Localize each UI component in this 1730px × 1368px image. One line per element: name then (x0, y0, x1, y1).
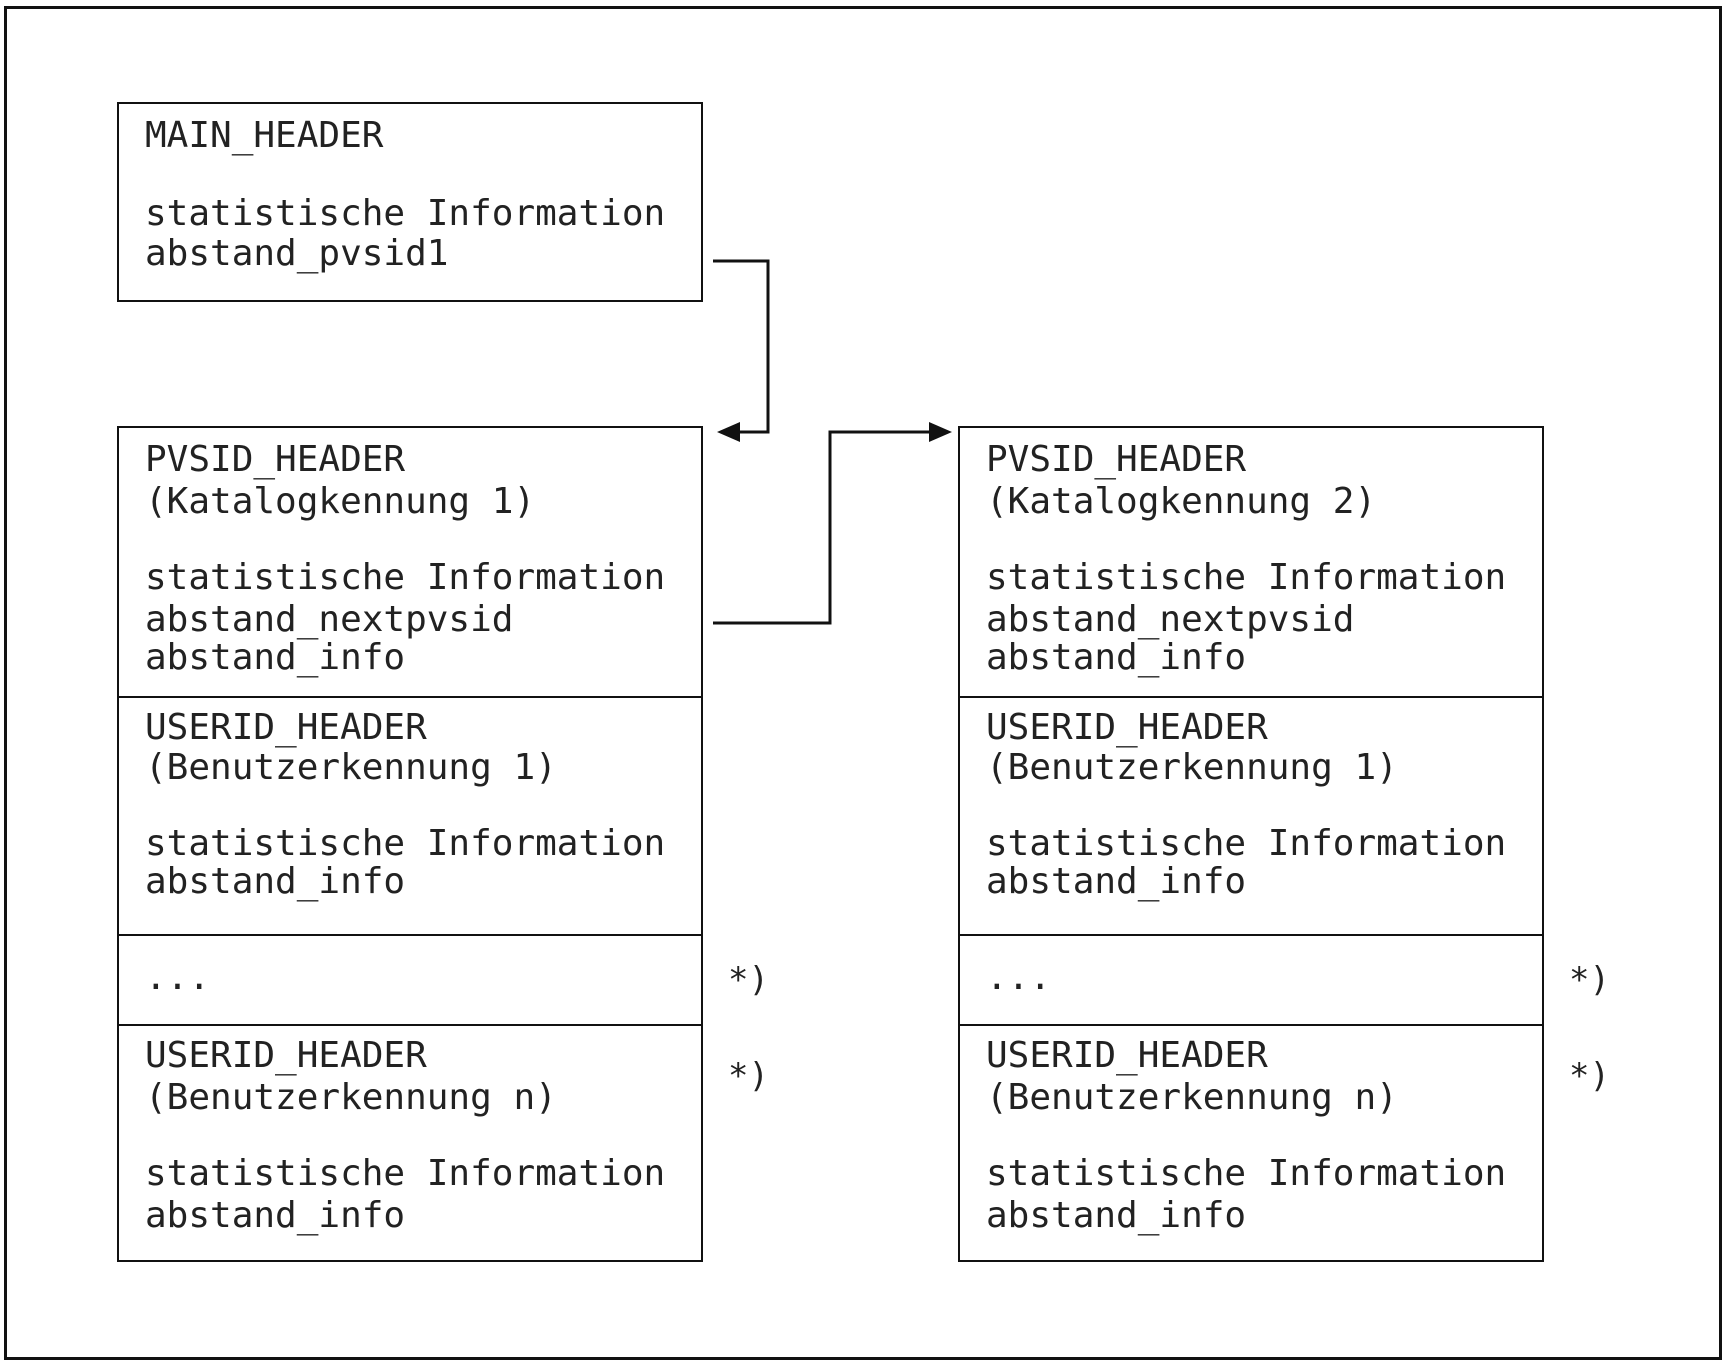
pvsid2-userid-first-abstand-info: abstand_info (986, 861, 1247, 902)
pvsid2-ellipsis: ... (986, 957, 1052, 998)
pvsid1-stat-info: statistische Information (145, 557, 666, 598)
pvsid1-abstand-nextpvsid: abstand_nextpvsid (145, 599, 514, 640)
pvsid1-userid-last-subtitle: (Benutzerkennung n) (145, 1077, 557, 1118)
pvsid1-title: PVSID_HEADER (145, 439, 406, 480)
pvsid1-userid-first-abstand-info: abstand_info (145, 861, 406, 902)
pvsid2-userid-last-title: USERID_HEADER (986, 1035, 1268, 1076)
pvsid2-abstand-info: abstand_info (986, 637, 1247, 678)
pvsid1-userid-first-subtitle: (Benutzerkennung 1) (145, 747, 557, 788)
pvsid1-userid-first-stat-info: statistische Information (145, 823, 666, 864)
pvsid1-userid-first-title: USERID_HEADER (145, 707, 427, 748)
main-header-abstand-pvsid1: abstand_pvsid1 (145, 233, 449, 274)
pvsid1-footnote-mark-userid-last: *) (728, 1056, 769, 1096)
pvsid2-subtitle: (Katalogkennung 2) (986, 481, 1377, 522)
arrowhead-pvsid1-to-pvsid2 (929, 422, 952, 442)
pvsid2-userid-last-box: USERID_HEADER (Benutzerkennung n) statis… (958, 1024, 1544, 1262)
arrow-pvsid1-to-pvsid2 (713, 430, 930, 625)
main-header-title: MAIN_HEADER (145, 115, 384, 156)
pvsid2-userid-first-box: USERID_HEADER (Benutzerkennung 1) statis… (958, 696, 1544, 936)
pvsid2-abstand-nextpvsid: abstand_nextpvsid (986, 599, 1355, 640)
main-header-stat-info: statistische Information (145, 193, 666, 234)
pvsid2-footnote-mark-userid-last: *) (1569, 1056, 1610, 1096)
main-header-box: MAIN_HEADER statistische Information abs… (117, 102, 703, 302)
pvsid2-userid-first-stat-info: statistische Information (986, 823, 1507, 864)
pvsid1-userid-last-title: USERID_HEADER (145, 1035, 427, 1076)
pvsid2-userid-first-subtitle: (Benutzerkennung 1) (986, 747, 1398, 788)
pvsid2-userid-first-title: USERID_HEADER (986, 707, 1268, 748)
pvsid1-userid-last-abstand-info: abstand_info (145, 1195, 406, 1236)
pvsid2-ellipsis-box: ... (958, 934, 1544, 1026)
arrowhead-main-to-pvsid1 (717, 422, 740, 442)
pvsid1-userid-last-stat-info: statistische Information (145, 1153, 666, 1194)
pvsid2-header-box: PVSID_HEADER (Katalogkennung 2) statisti… (958, 426, 1544, 698)
pvsid1-userid-last-box: USERID_HEADER (Benutzerkennung n) statis… (117, 1024, 703, 1262)
pvsid1-footnote-mark-ellipsis: *) (728, 960, 769, 1000)
pvsid1-ellipsis: ... (145, 957, 211, 998)
pvsid1-ellipsis-box: ... (117, 934, 703, 1026)
pvsid2-userid-last-abstand-info: abstand_info (986, 1195, 1247, 1236)
pvsid1-userid-first-box: USERID_HEADER (Benutzerkennung 1) statis… (117, 696, 703, 936)
pvsid2-title: PVSID_HEADER (986, 439, 1247, 480)
pvsid1-subtitle: (Katalogkennung 1) (145, 481, 536, 522)
arrow-main-to-pvsid1 (713, 259, 770, 434)
pvsid2-stat-info: statistische Information (986, 557, 1507, 598)
pvsid2-userid-last-subtitle: (Benutzerkennung n) (986, 1077, 1398, 1118)
pvsid1-abstand-info: abstand_info (145, 637, 406, 678)
pvsid2-footnote-mark-ellipsis: *) (1569, 960, 1610, 1000)
pvsid2-userid-last-stat-info: statistische Information (986, 1153, 1507, 1194)
